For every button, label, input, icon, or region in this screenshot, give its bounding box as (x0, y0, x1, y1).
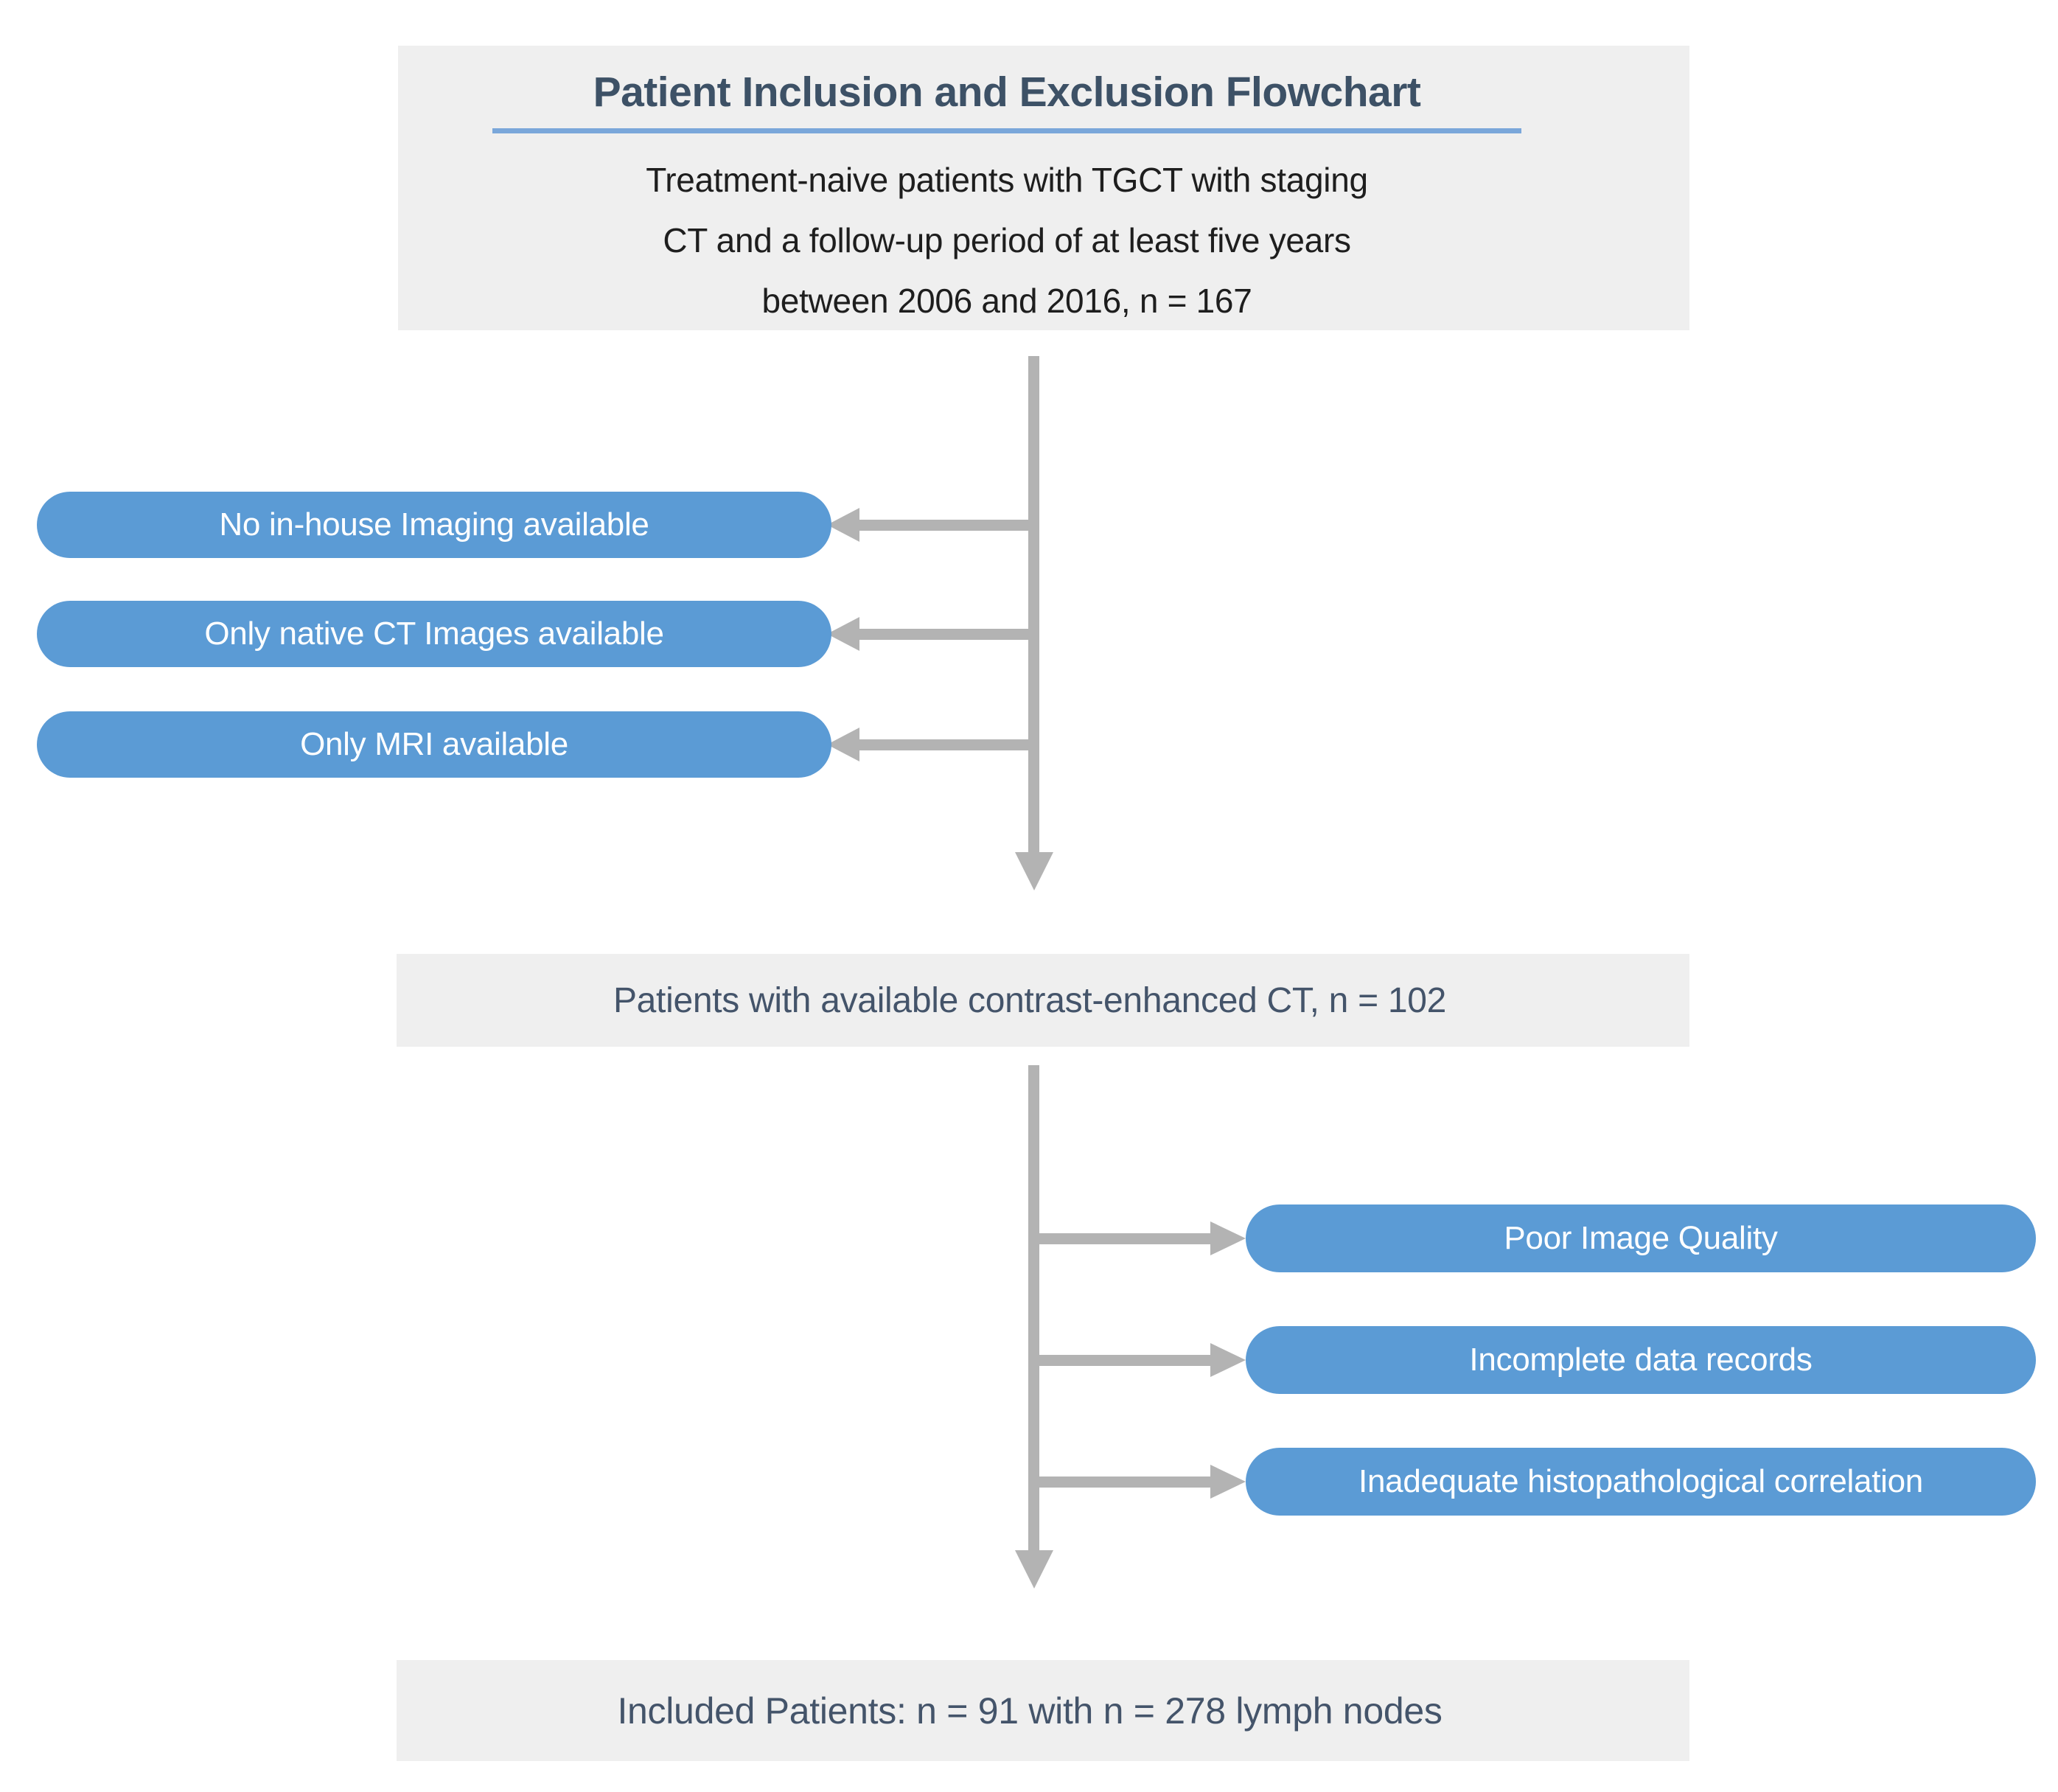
exclusion2-arrow-1-shaft (1034, 1233, 1211, 1244)
exclusion1-arrow-1-head-icon (827, 508, 859, 542)
exclusion-pill-label: Inadequate histopathological correlation (1358, 1463, 1923, 1499)
top-box-content: Patient Inclusion and Exclusion Flowchar… (361, 46, 1653, 330)
top-box-line-2: CT and a follow-up period of at least fi… (663, 221, 1351, 259)
flow-arrow-down-2-head-icon (1015, 1550, 1053, 1589)
exclusion1-arrow-3-head-icon (827, 728, 859, 761)
middle-box: Patients with available contrast-enhance… (397, 954, 1689, 1047)
flow-arrow-down-1-head-icon (1015, 852, 1053, 890)
exclusion2-arrow-3-head-icon (1210, 1465, 1246, 1499)
bottom-box-text: Included Patients: n = 91 with n = 278 l… (617, 1690, 1443, 1732)
flow-arrow-down-2-shaft (1028, 1065, 1039, 1552)
exclusion-pill-label: Only native CT Images available (204, 616, 664, 652)
exclusion2-arrow-1-head-icon (1210, 1221, 1246, 1255)
exclusion-pill-only-mri: Only MRI available (37, 711, 831, 778)
middle-box-text: Patients with available contrast-enhance… (613, 980, 1447, 1020)
exclusion-pill-poor-image-quality: Poor Image Quality (1246, 1204, 2036, 1272)
figure-title: Patient Inclusion and Exclusion Flowchar… (492, 46, 1521, 133)
top-box-line-1: Treatment-naive patients with TGCT with … (646, 161, 1368, 199)
exclusion-pill-inadequate-histopathological-correlation: Inadequate histopathological correlation (1246, 1448, 2036, 1516)
exclusion1-arrow-2-head-icon (827, 617, 859, 651)
flow-arrow-down-1-shaft (1028, 356, 1039, 852)
exclusion-pill-label: Incomplete data records (1469, 1342, 1813, 1378)
exclusion-pill-incomplete-data-records: Incomplete data records (1246, 1326, 2036, 1394)
exclusion-pill-no-inhouse-imaging: No in-house Imaging available (37, 492, 831, 558)
exclusion-pill-only-native-ct: Only native CT Images available (37, 601, 831, 667)
top-box: Patient Inclusion and Exclusion Flowchar… (398, 46, 1689, 330)
exclusion-pill-label: No in-house Imaging available (219, 506, 649, 543)
exclusion1-arrow-3-shaft (858, 739, 1035, 750)
top-box-line-3: between 2006 and 2016, n = 167 (761, 282, 1252, 320)
exclusion2-arrow-2-head-icon (1210, 1343, 1246, 1377)
top-box-text: Treatment-naive patients with TGCT with … (361, 150, 1653, 331)
exclusion1-arrow-1-shaft (858, 520, 1035, 531)
bottom-box: Included Patients: n = 91 with n = 278 l… (397, 1660, 1689, 1761)
exclusion-pill-label: Poor Image Quality (1504, 1220, 1778, 1256)
exclusion-pill-label: Only MRI available (300, 726, 568, 762)
exclusion1-arrow-2-shaft (858, 629, 1035, 640)
exclusion2-arrow-3-shaft (1034, 1477, 1211, 1488)
exclusion2-arrow-2-shaft (1034, 1355, 1211, 1366)
